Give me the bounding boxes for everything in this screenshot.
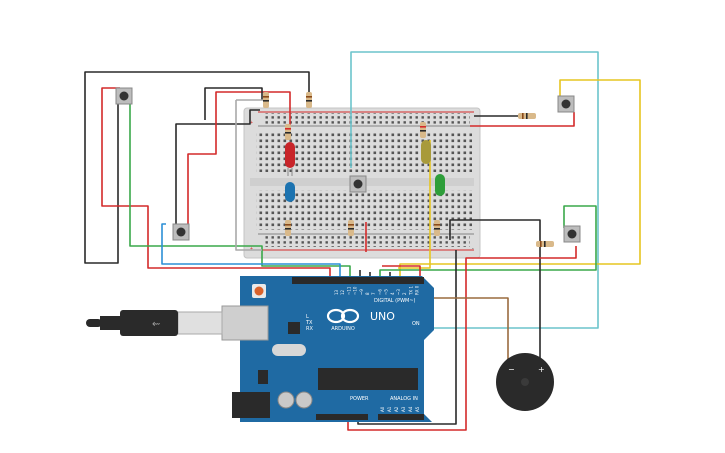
push-button[interactable] [557, 95, 575, 113]
wire-red-left[interactable] [101, 87, 331, 278]
led-green[interactable] [435, 174, 445, 196]
led-yellow[interactable] [421, 140, 431, 164]
resistor[interactable] [285, 124, 291, 140]
resistor[interactable] [306, 92, 312, 108]
resistor[interactable] [263, 92, 269, 108]
analog-pin-label: A3 [401, 406, 406, 412]
push-button[interactable] [172, 223, 190, 241]
tx-label: TX [305, 320, 313, 326]
wire-red-top-right[interactable] [470, 112, 575, 127]
digital-pin-label: 12 [340, 289, 345, 295]
resistors [263, 92, 554, 247]
led-blue[interactable] [285, 182, 295, 202]
wire-black-top[interactable] [204, 87, 263, 120]
resistor[interactable] [348, 220, 354, 236]
power-jack [232, 392, 270, 418]
usb-port [221, 305, 269, 341]
atmega-chip [318, 368, 418, 390]
digital-pin-label: 2 [402, 292, 407, 295]
push-button[interactable] [115, 87, 133, 105]
reset-button[interactable] [254, 286, 264, 296]
l-label: L [306, 314, 309, 320]
resistor[interactable] [420, 122, 426, 138]
led-red[interactable] [285, 142, 295, 176]
wire-black-left-loop[interactable] [84, 71, 310, 264]
rail-minus-label: - [472, 246, 474, 252]
wire-gray[interactable] [235, 99, 264, 251]
wire-red-button2[interactable] [187, 91, 291, 228]
push-button[interactable] [349, 175, 367, 193]
digital-label: DIGITAL (PWM~) [374, 298, 416, 304]
resistor[interactable] [536, 241, 554, 247]
digital-pin-label: TX 1 [408, 286, 413, 296]
analog-pin-label: A1 [387, 406, 392, 412]
wire-black-button2[interactable] [175, 109, 260, 228]
top-power-rail [262, 113, 470, 124]
wire-yellow-led[interactable] [398, 140, 431, 269]
push-button[interactable] [563, 225, 581, 243]
digital-pin-label: 7 [371, 292, 376, 295]
analog-pin-label: A4 [408, 406, 413, 412]
push-buttons [115, 87, 581, 243]
power-header[interactable] [316, 414, 368, 420]
digital-pin-label: ~6 [377, 289, 382, 295]
digital-pin-label: 13 [334, 289, 339, 295]
digital-pin-label: ~11 [346, 286, 351, 295]
power-label: POWER [350, 396, 369, 402]
leds [285, 140, 445, 202]
digital-pin-label: RX 0 [415, 285, 420, 295]
digital-pin-label: 8 [365, 292, 370, 295]
wire-green-right[interactable] [379, 205, 597, 278]
on-label: ON [412, 321, 420, 327]
wire-cyan[interactable] [350, 51, 599, 329]
arduino-uno: ARDUINO UNO DIGITAL (PWM~) POWER ANALOG … [221, 276, 434, 422]
digital-header[interactable] [292, 277, 424, 284]
usb-icon: ⇜ [152, 319, 160, 330]
wire-green-left[interactable] [129, 104, 351, 278]
resistor[interactable] [518, 113, 536, 119]
buzzer-plus: + [538, 365, 545, 374]
wires [84, 51, 641, 431]
buzzer-minus: − [508, 365, 515, 374]
wire-red-power[interactable] [347, 246, 577, 431]
wire-red-header[interactable] [382, 265, 421, 278]
analog-pin-label: A2 [394, 406, 399, 412]
rail-plus-label-bottom: + [250, 246, 253, 252]
analog-pin-label: A0 [380, 406, 385, 412]
board-model: UNO [370, 310, 395, 323]
digital-pin-label: ~9 [359, 289, 364, 295]
rail-plus-label: + [250, 120, 253, 126]
analog-header[interactable] [378, 414, 424, 420]
digital-pin-label: ~3 [396, 289, 401, 295]
analog-label: ANALOG IN [390, 396, 418, 402]
analog-pin-label: A5 [415, 406, 420, 412]
wire-black-buzzer[interactable] [449, 219, 541, 366]
crystal [272, 344, 306, 356]
wire-blue[interactable] [161, 223, 341, 278]
arduino-logo-text: ARDUINO [331, 326, 355, 332]
piezo-buzzer[interactable]: − + [496, 353, 554, 411]
rx-label: RX [306, 326, 313, 332]
wire-brown-buzzer[interactable] [420, 297, 509, 366]
resistor[interactable] [434, 220, 440, 236]
resistor[interactable] [285, 220, 291, 236]
usb-cable: ⇜ [86, 310, 223, 336]
digital-pin-label: ~5 [384, 289, 389, 295]
digital-pin-label: ~10 [353, 286, 358, 295]
digital-pin-label: 4 [390, 292, 395, 295]
